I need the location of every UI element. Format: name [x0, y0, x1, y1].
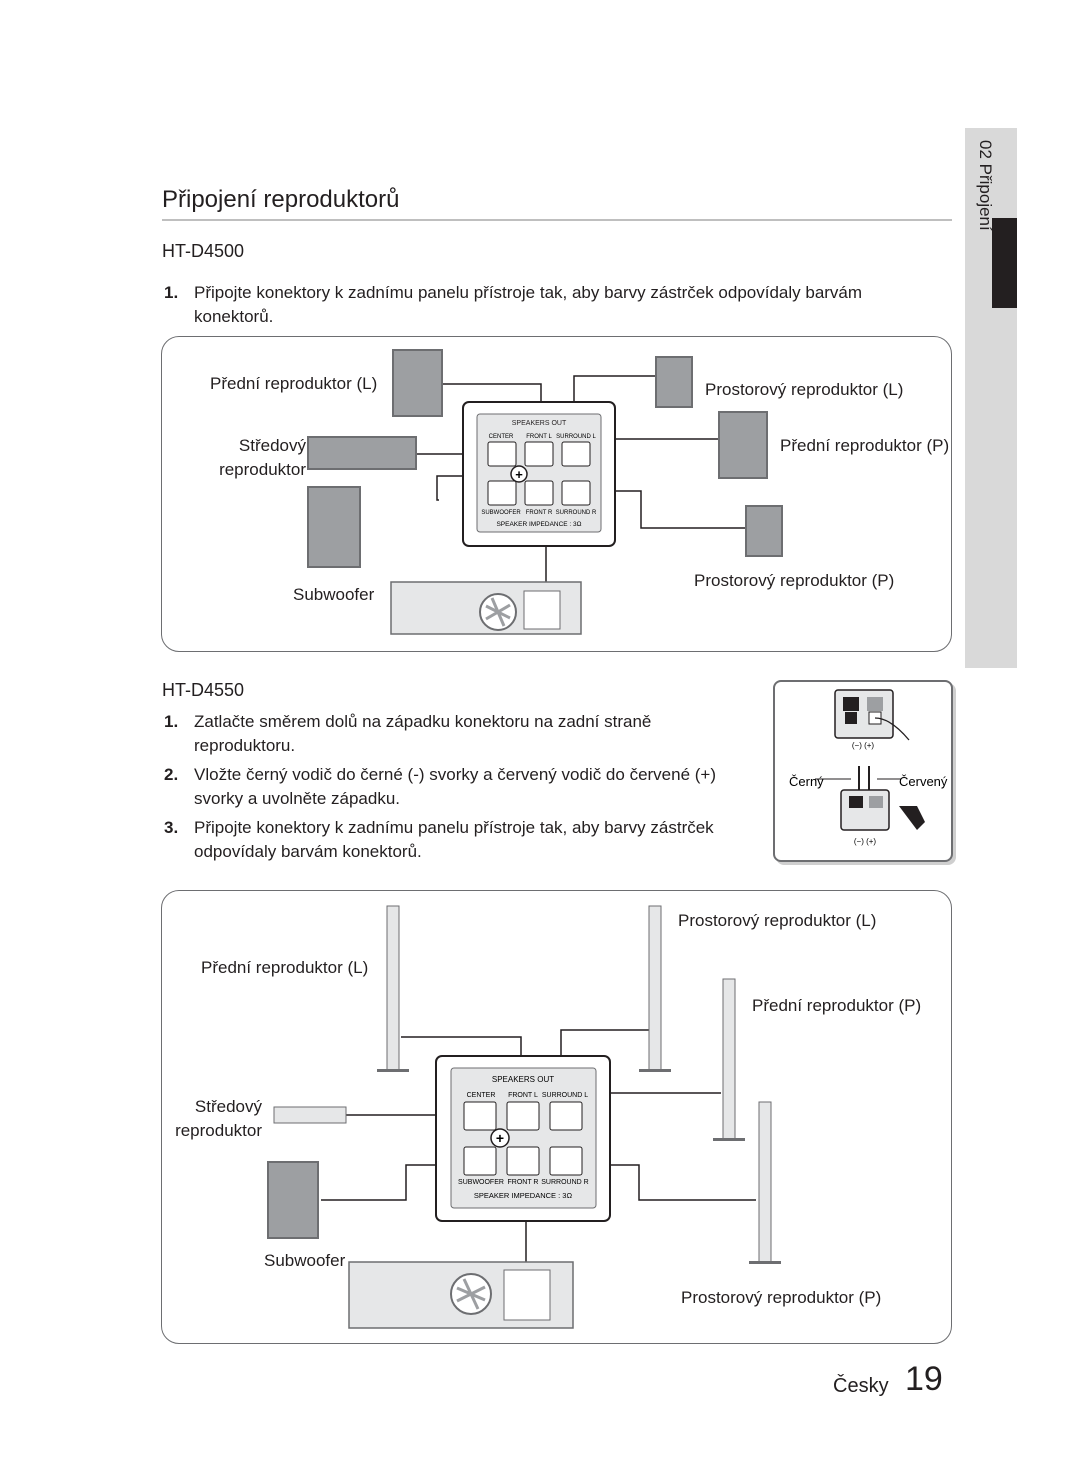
panel-impedance: SPEAKER IMPEDANCE : 3Ω — [496, 521, 581, 528]
model2-step-1: 1. Zatlačte směrem dolů na západku konek… — [164, 710, 724, 760]
label-subwoofer: Subwoofer — [293, 585, 375, 604]
panel2-label-front-l: FRONT L — [508, 1092, 538, 1099]
panel2-label-front-r: FRONT R — [508, 1179, 539, 1186]
label-center: Středový reproduktor — [219, 436, 306, 479]
panel2-label-center: CENTER — [467, 1092, 496, 1099]
step-text: Připojte konektory k zadnímu panelu přís… — [194, 283, 863, 326]
label2-front-l: Přední reproduktor (L) — [201, 958, 369, 977]
terminal-inset: (−) (+) Černý Červený (−) (+) — [773, 680, 953, 862]
label2-surround-r: Prostorový reproduktor (P) — [681, 1288, 882, 1307]
label-red: Červený — [899, 774, 948, 789]
panel2-label-surround-r: SURROUND R — [541, 1179, 588, 1186]
label2-center: Středový reproduktor — [175, 1097, 262, 1140]
wiring-diagram-1: SPEAKERS OUT CENTER FRONT L SURROUND L +… — [307, 349, 783, 635]
label-surround-l: Prostorový reproduktor (L) — [705, 380, 904, 399]
polarity-label-bottom: (−) (+) — [854, 837, 877, 846]
panel-label-center: CENTER — [489, 434, 514, 440]
model2-step-2: 2. Vložte černý vodič do černé (-) svork… — [164, 763, 724, 813]
panel-label-surround-r: SURROUND R — [556, 510, 597, 516]
label-front-l: Přední reproduktor (L) — [210, 374, 378, 393]
label-surround-r: Prostorový reproduktor (P) — [694, 571, 895, 590]
label2-subwoofer: Subwoofer — [264, 1251, 346, 1270]
step-text: Vložte černý vodič do černé (-) svorky a… — [194, 765, 717, 808]
step-number: 3. — [164, 818, 179, 837]
model-heading-2: HT-D4550 — [162, 680, 245, 700]
panel-label-subwoofer: SUBWOOFER — [481, 510, 521, 516]
panel2-label-subwoofer: SUBWOOFER — [458, 1179, 504, 1186]
label2-front-r: Přední reproduktor (P) — [752, 996, 922, 1015]
panel-label-surround-l: SURROUND L — [556, 434, 596, 440]
section-title: Připojení reproduktorů — [162, 186, 400, 213]
svg-text:+: + — [496, 1130, 504, 1146]
label-front-r: Přední reproduktor (P) — [780, 436, 950, 455]
wiring-diagram-2: SPEAKERS OUT CENTER FRONT L SURROUND L +… — [267, 905, 781, 1329]
step-number: 2. — [164, 765, 179, 784]
panel-header-2: SPEAKERS OUT — [492, 1075, 554, 1084]
svg-text:+: + — [515, 467, 523, 482]
label2-surround-l: Prostorový reproduktor (L) — [678, 911, 877, 930]
panel-label-front-l: FRONT L — [526, 434, 552, 440]
step-text: Připojte konektory k zadnímu panelu přís… — [194, 818, 714, 861]
step-text: Zatlačte směrem dolů na západku konektor… — [194, 712, 652, 755]
model1-step-1: 1. Připojte konektory k zadnímu panelu p… — [164, 281, 904, 331]
step-number: 1. — [164, 712, 179, 731]
panel2-impedance: SPEAKER IMPEDANCE : 3Ω — [474, 1191, 573, 1200]
page-number: 19 — [905, 1360, 943, 1398]
chapter-marker — [992, 218, 1017, 308]
panel-header: SPEAKERS OUT — [512, 420, 567, 427]
panel-label-front-r: FRONT R — [526, 510, 553, 516]
polarity-label-top: (−) (+) — [852, 741, 875, 750]
model-heading-1: HT-D4500 — [162, 241, 245, 261]
model2-step-3: 3. Připojte konektory k zadnímu panelu p… — [164, 816, 724, 866]
step-number: 1. — [164, 283, 179, 302]
chapter-label: 02 Připojení — [976, 140, 995, 231]
label-black: Černý — [789, 774, 824, 789]
panel2-label-surround-l: SURROUND L — [542, 1092, 588, 1099]
title-rule — [162, 219, 952, 221]
footer-language: Česky — [833, 1375, 889, 1397]
terminal-illustration: (−) (+) Černý Červený (−) (+) — [789, 689, 948, 846]
